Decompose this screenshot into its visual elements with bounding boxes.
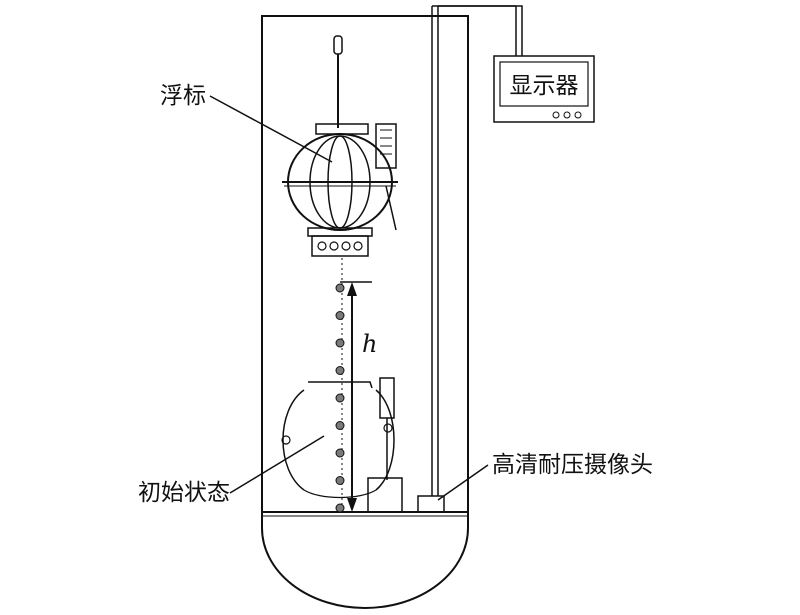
camera-leader-line <box>437 464 489 501</box>
initial-state-buoy <box>281 377 403 513</box>
camera-label: 高清耐压摄像头 <box>492 452 653 478</box>
initial-state-label: 初始状态 <box>138 480 230 506</box>
camera-cable <box>431 5 523 496</box>
test-tank <box>261 15 469 609</box>
height-dimension: h <box>340 281 377 512</box>
arrowhead-down <box>347 498 357 512</box>
depth-marker <box>335 338 345 348</box>
depth-markers <box>335 283 345 513</box>
depth-marker <box>335 503 345 513</box>
initial-state-leader-line <box>229 435 325 494</box>
depth-marker <box>335 448 345 458</box>
depth-marker <box>335 421 345 430</box>
height-label: h <box>362 330 377 358</box>
arrowhead-up <box>347 282 357 296</box>
hd-camera <box>417 495 445 513</box>
depth-marker <box>335 283 345 293</box>
display-label: 显示器 <box>510 73 579 99</box>
depth-marker <box>335 311 345 320</box>
display-monitor: 显示器 <box>493 55 595 123</box>
float-buoy <box>282 35 398 257</box>
depth-marker <box>335 393 345 403</box>
float-leader-line <box>209 95 333 163</box>
depth-marker <box>335 366 345 375</box>
depth-marker <box>335 476 345 485</box>
float-label: 浮标 <box>160 83 206 109</box>
